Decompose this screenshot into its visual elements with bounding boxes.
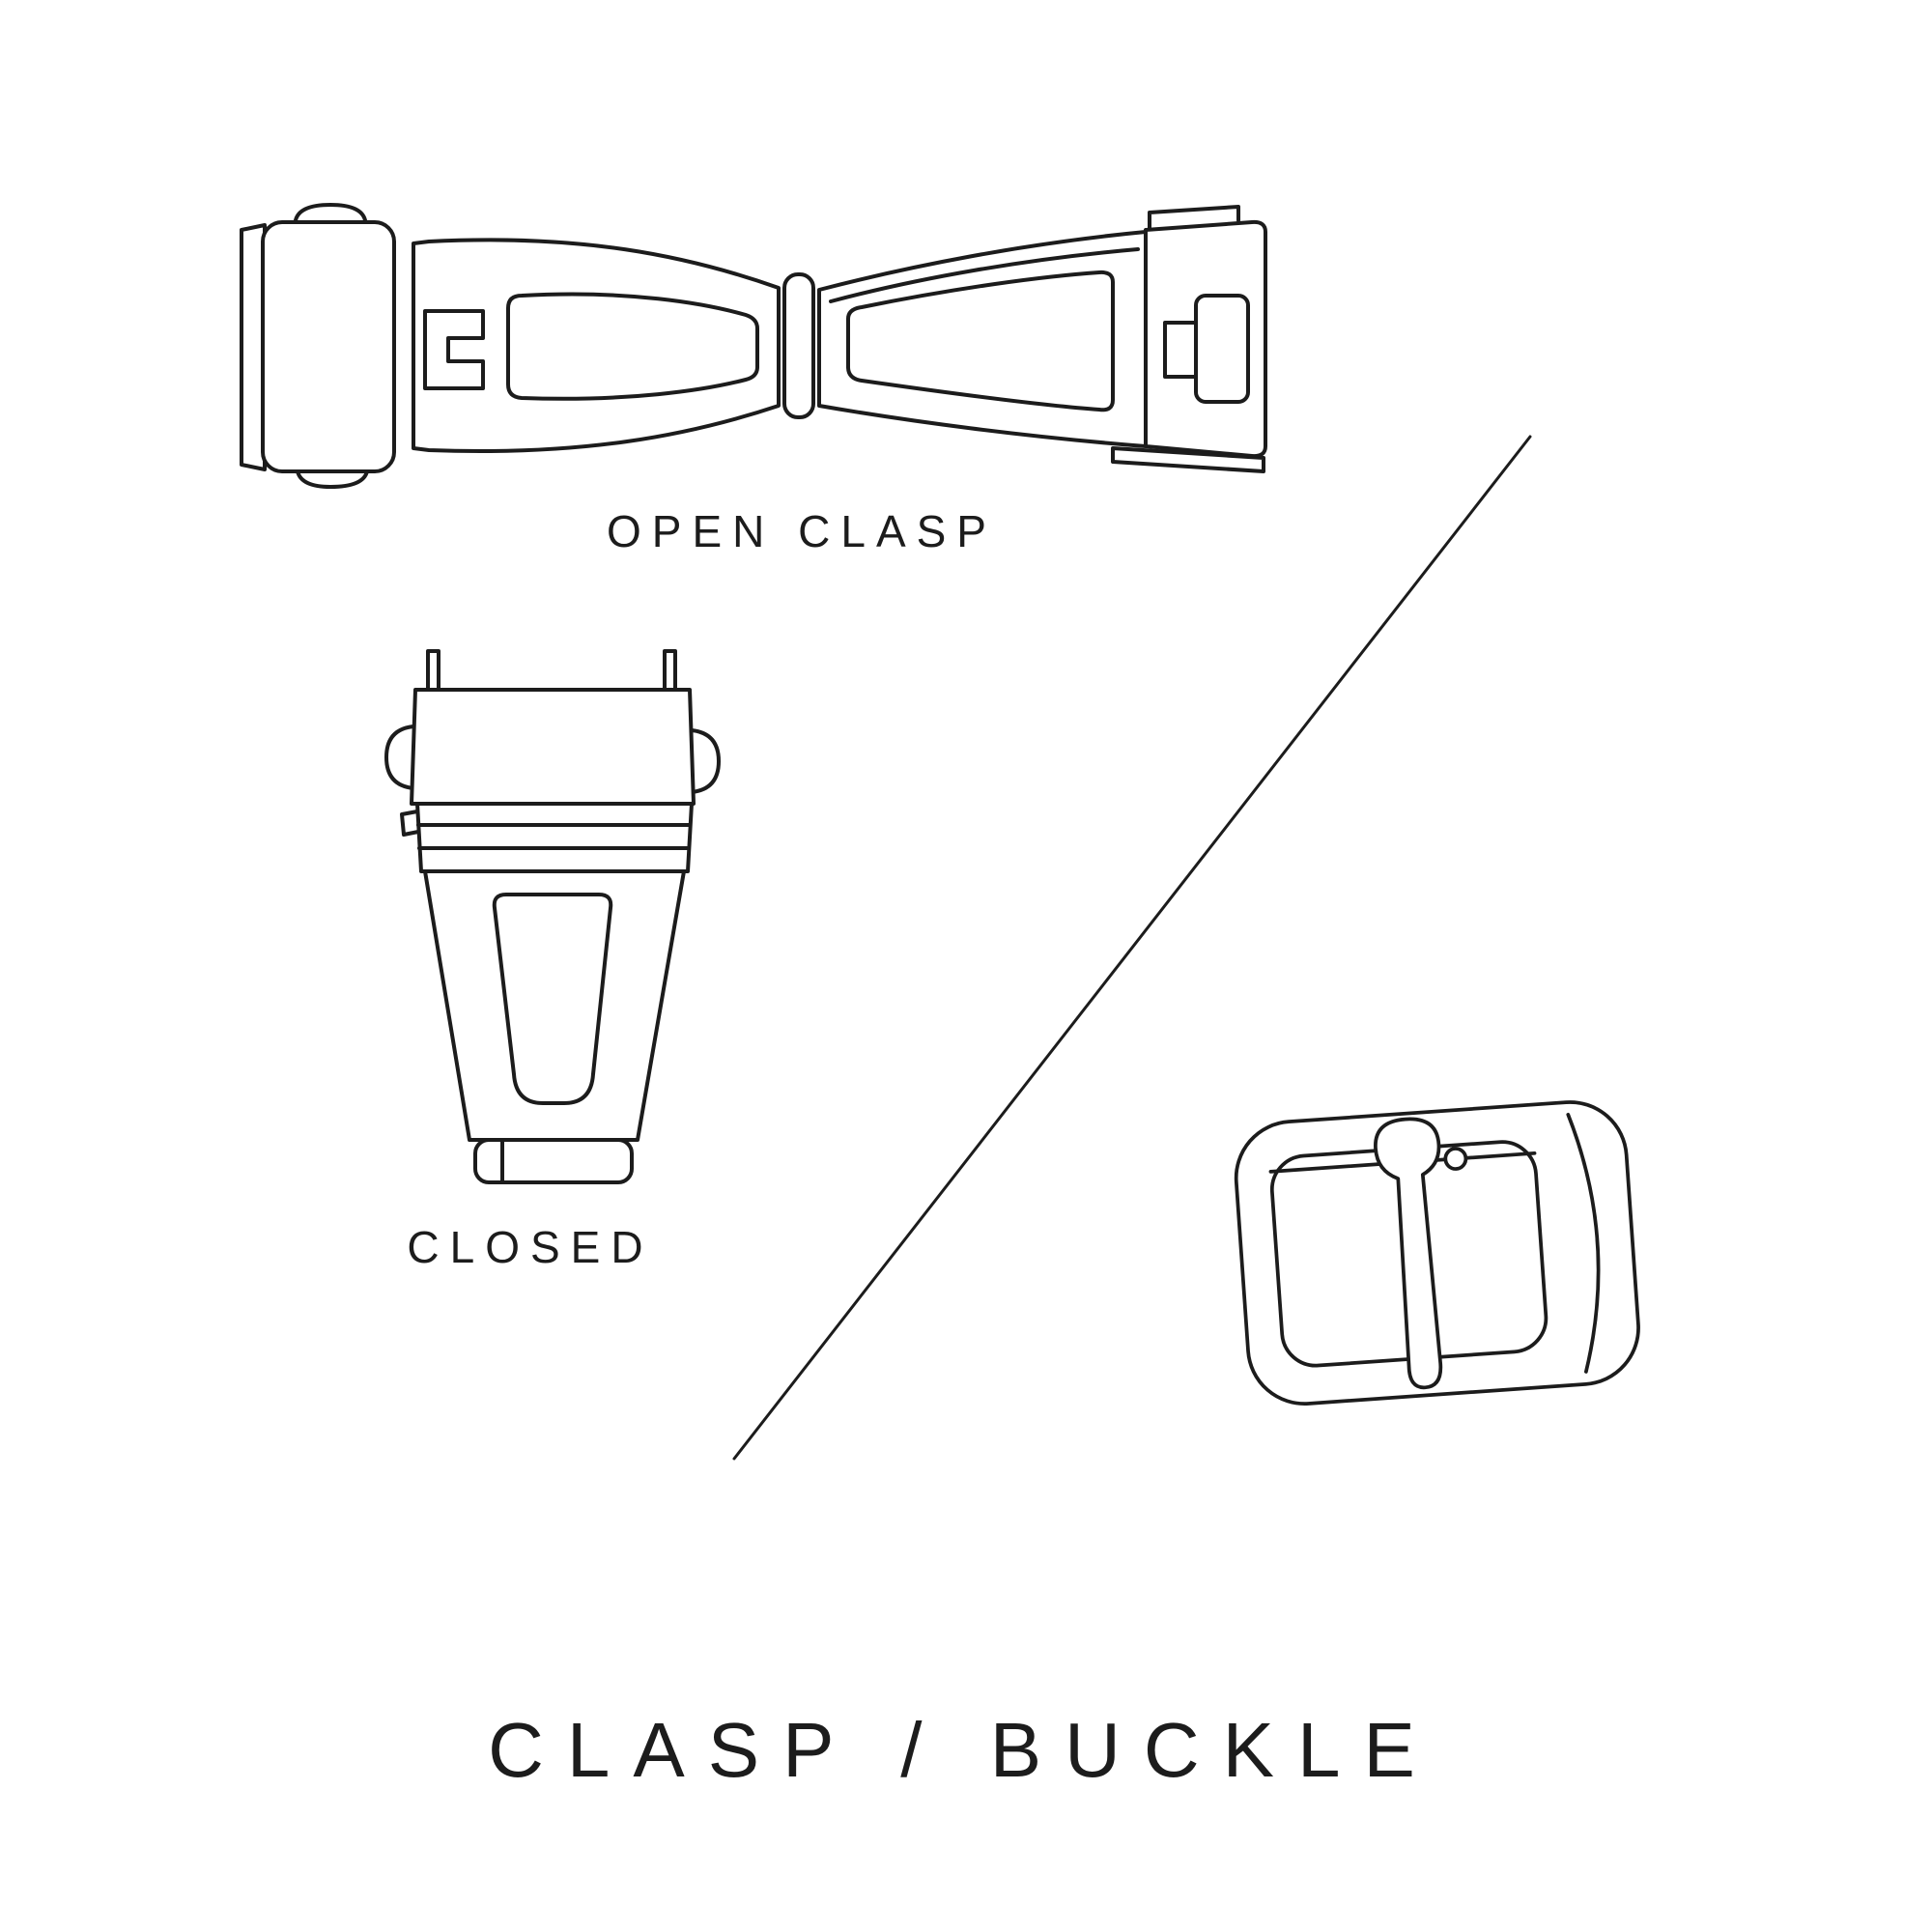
closed-clasp-label: CLOSED — [407, 1222, 654, 1272]
closed-clasp-illustration — [384, 649, 721, 1184]
open-clasp-illustration — [240, 203, 1267, 489]
tang-buckle-illustration — [1234, 1100, 1640, 1406]
buckle-pin-coil — [1443, 1147, 1468, 1171]
divider-line — [732, 435, 1532, 1461]
open-clasp-label: OPEN CLASP — [607, 506, 997, 556]
page-title: CLASP / BUCKLE — [488, 1707, 1438, 1793]
buckle-tongue — [1374, 1117, 1443, 1390]
